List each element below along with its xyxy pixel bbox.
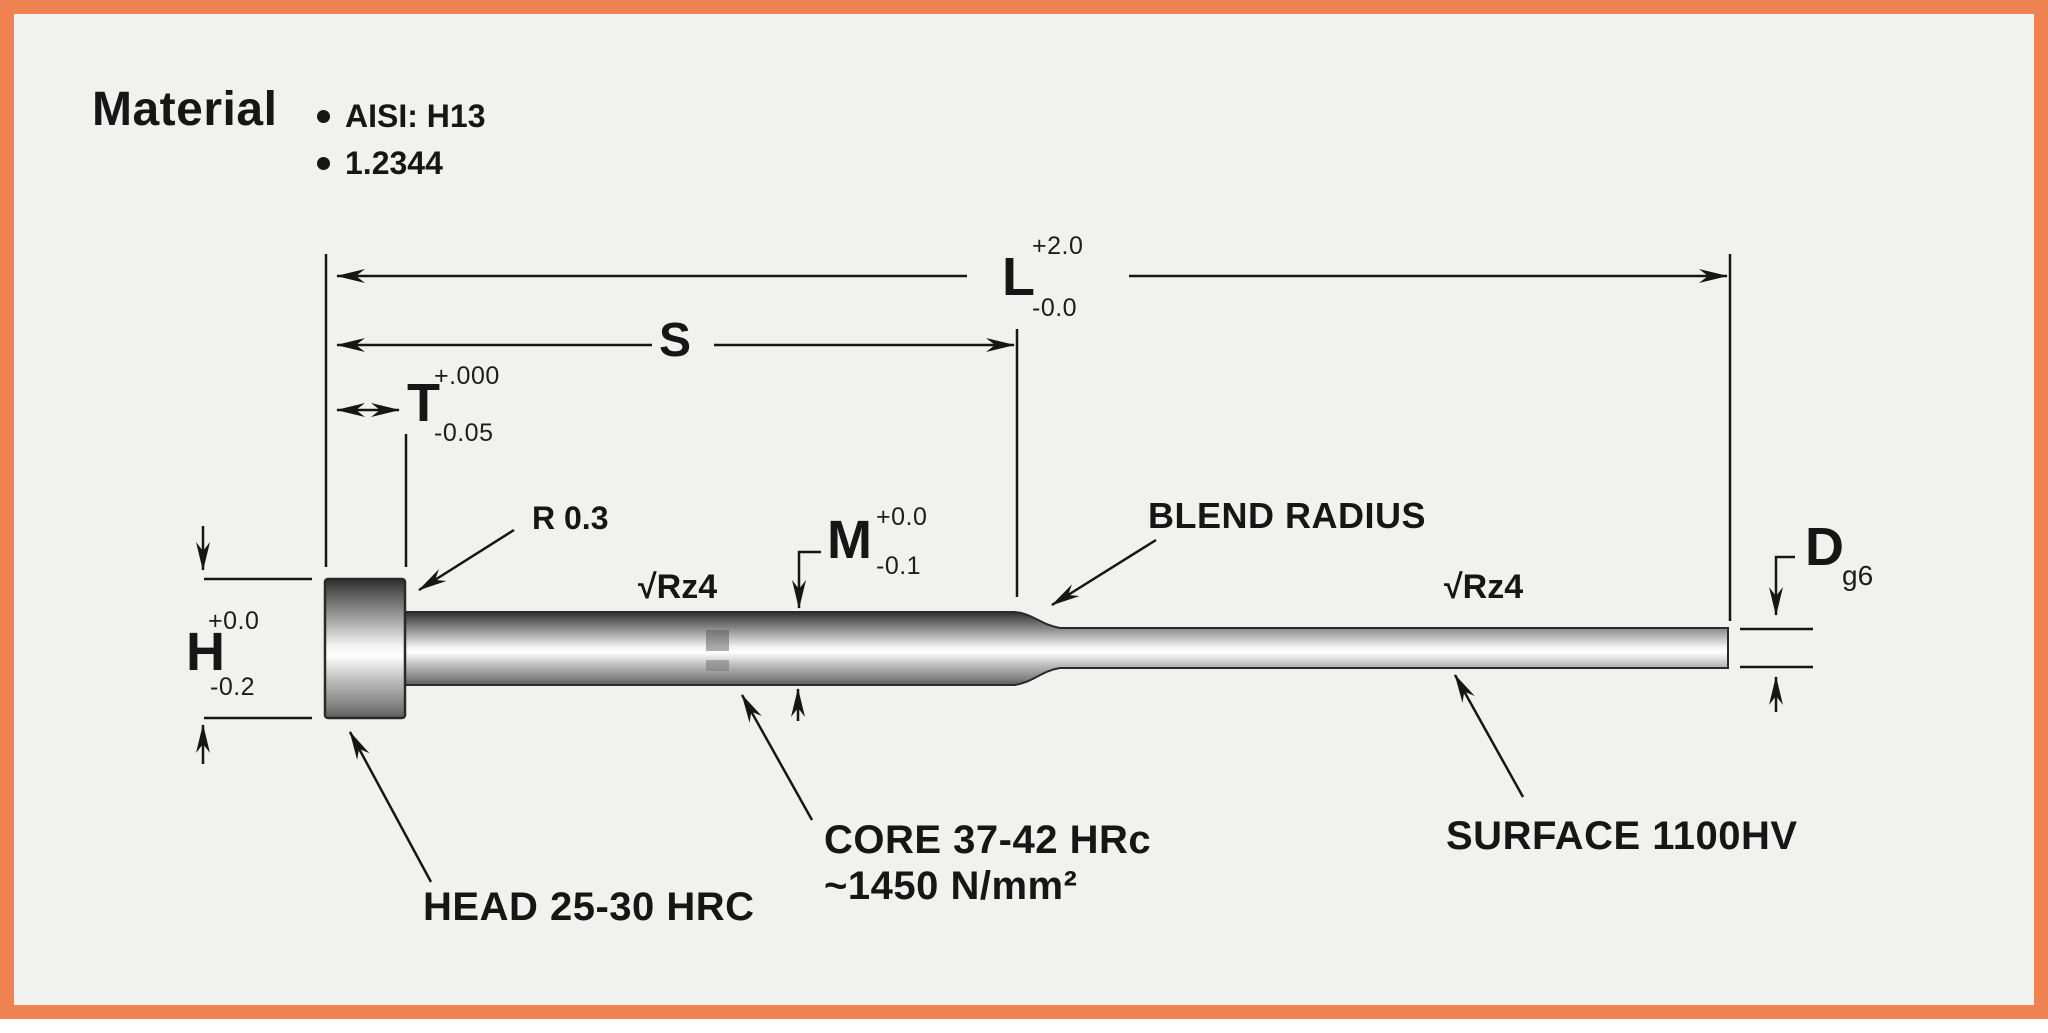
head-hardness-label: HEAD 25-30 HRC bbox=[423, 885, 755, 929]
roughness-shoulder-label: √Rz4 bbox=[638, 568, 718, 606]
ejector-pin-drawing bbox=[196, 254, 1813, 883]
shaft-mark bbox=[706, 630, 729, 651]
dim-S-letter: S bbox=[659, 314, 692, 367]
dim-L-letter: L bbox=[1002, 247, 1035, 307]
blend-radius-label: BLEND RADIUS bbox=[1148, 495, 1427, 536]
dim-M-letter: M bbox=[827, 510, 872, 570]
dim-L-upper-tolerance: +2.0 bbox=[1032, 232, 1084, 260]
core-hardness-line2: ~1450 N/mm² bbox=[824, 864, 1078, 908]
material-title: Material bbox=[92, 83, 278, 136]
dim-H-upper-tolerance: +0.0 bbox=[208, 607, 260, 635]
bullet-icon bbox=[317, 156, 330, 170]
dim-M-lower-tolerance: -0.1 bbox=[876, 552, 922, 580]
dim-T-lower-tolerance: -0.05 bbox=[434, 419, 494, 447]
dim-M-upper-tolerance: +0.0 bbox=[876, 503, 928, 531]
pin-body bbox=[323, 577, 1729, 720]
dim-H-lower-tolerance: -0.2 bbox=[210, 673, 256, 701]
dim-H-letter: H bbox=[186, 622, 225, 682]
bullet-icon bbox=[317, 109, 330, 123]
pin-shaft-shape bbox=[404, 611, 1729, 686]
dim-L-lower-tolerance: -0.0 bbox=[1032, 294, 1078, 322]
dim-T-upper-tolerance: +.000 bbox=[434, 362, 500, 390]
pin-head-shape bbox=[323, 577, 407, 720]
material-item-1: AISI: H13 bbox=[317, 100, 485, 132]
fillet-radius-label: R 0.3 bbox=[532, 500, 609, 536]
dim-D-letter: D bbox=[1805, 517, 1844, 577]
leader-lines bbox=[348, 528, 1525, 883]
surface-hardness-label: SURFACE 1100HV bbox=[1446, 814, 1798, 858]
dim-D-fit-class: g6 bbox=[1842, 560, 1874, 591]
dim-T-letter: T bbox=[407, 373, 440, 433]
core-hardness-line1: CORE 37-42 HRc bbox=[824, 818, 1152, 862]
shaft-mark-lower bbox=[706, 660, 729, 671]
roughness-pin-label: √Rz4 bbox=[1444, 568, 1524, 606]
extension-lines bbox=[204, 254, 1813, 720]
material-item-2: 1.2344 bbox=[317, 147, 443, 179]
dimension-lines bbox=[196, 269, 1795, 764]
